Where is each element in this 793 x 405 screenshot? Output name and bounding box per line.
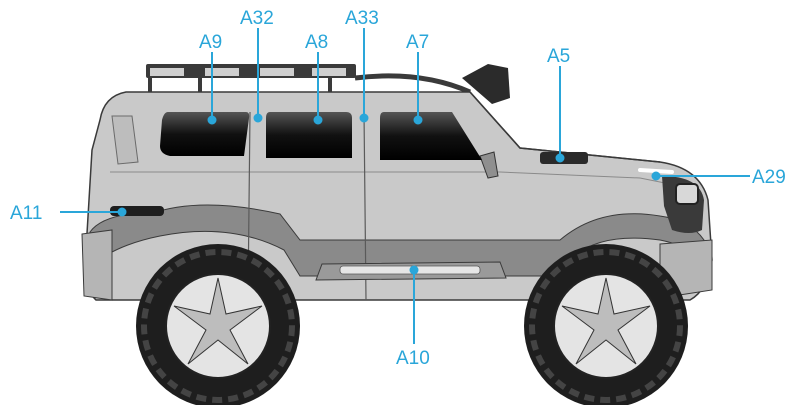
callout-a33: A33: [345, 8, 379, 29]
snorkel: [462, 64, 510, 104]
callout-a5: A5: [547, 46, 570, 67]
callout-a9: A9: [199, 32, 222, 53]
window-rear: [160, 112, 250, 156]
callout-a29: A29: [752, 167, 786, 188]
roof-rack: [146, 64, 472, 95]
windows: [160, 112, 482, 160]
window-front: [380, 112, 482, 160]
callout-a7: A7: [406, 32, 429, 53]
callout-a8: A8: [305, 32, 328, 53]
callout-a10: A10: [396, 348, 430, 369]
window-middle: [266, 112, 352, 158]
callout-a11: A11: [10, 203, 42, 224]
callout-a32: A32: [240, 8, 274, 29]
front-wheel: [524, 244, 688, 405]
callout-lines: [60, 28, 750, 344]
rear-wheel: [136, 244, 300, 405]
callout-labels: A32 A9 A8 A33 A7 A5 A29 A11 A10: [10, 8, 786, 369]
